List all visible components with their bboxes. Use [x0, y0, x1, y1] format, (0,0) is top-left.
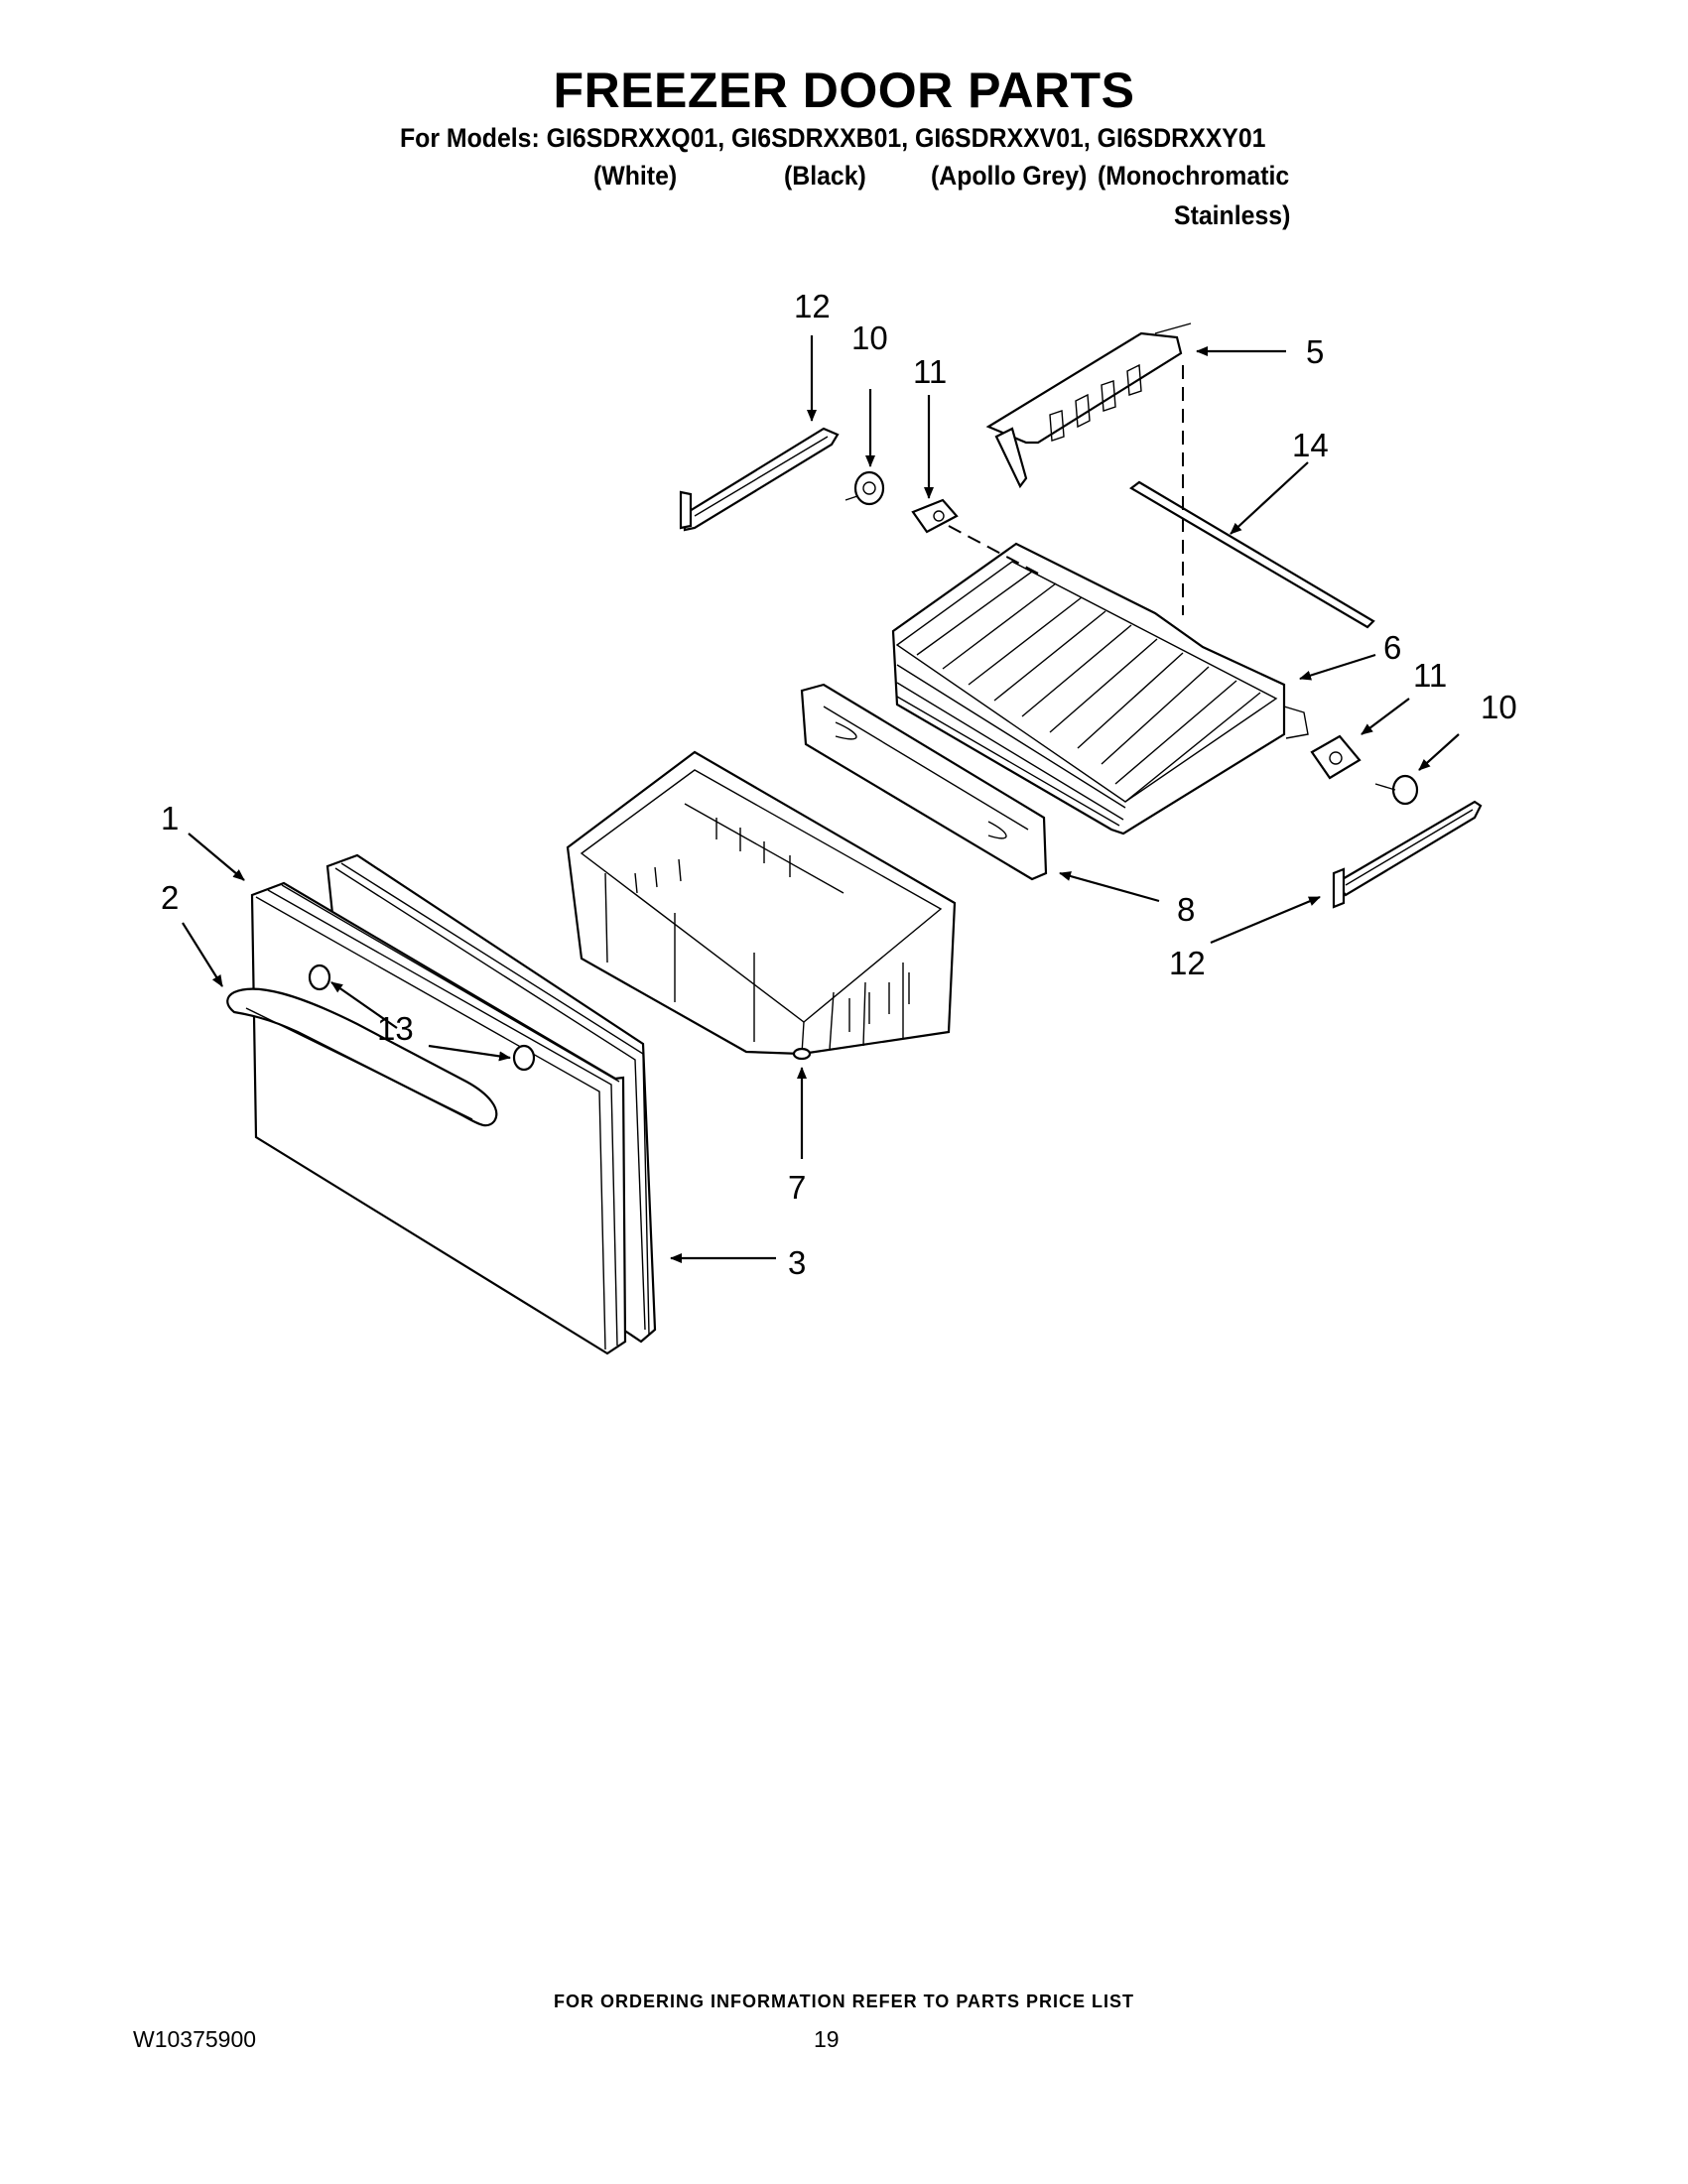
- callout-12-lower: 12: [1169, 945, 1206, 981]
- callout-8: 8: [1177, 891, 1195, 928]
- bracket-lower-part: [1310, 734, 1362, 780]
- models-line: For Models: GI6SDRXXQ01, GI6SDRXXB01, GI…: [400, 123, 1266, 153]
- callout-14: 14: [1292, 427, 1329, 463]
- basket-rail-part: [985, 322, 1192, 489]
- color-monochromatic: (Monochromatic: [1098, 161, 1290, 191]
- leader-11-lower: [1361, 698, 1410, 735]
- freezer-door-part: [250, 881, 627, 1355]
- alignment-line-bracket: [948, 525, 1043, 577]
- wire-basket-part: [891, 542, 1309, 835]
- leader-13-right: [428, 1044, 511, 1062]
- door-handle-part: [226, 987, 498, 1127]
- leader-13-left: [330, 981, 398, 1029]
- gear-lower-part: [1374, 774, 1419, 806]
- leader-12-lower: [1210, 895, 1321, 945]
- leader-6: [1299, 653, 1376, 681]
- callout-6: 6: [1383, 629, 1401, 666]
- callout-11-upper: 11: [913, 353, 947, 390]
- callout-12-upper: 12: [794, 288, 831, 324]
- ordering-note: FOR ORDERING INFORMATION REFER TO PARTS …: [553, 1991, 1134, 2011]
- callout-5: 5: [1306, 333, 1324, 370]
- callout-7: 7: [788, 1169, 806, 1206]
- callout-13: 13: [377, 1010, 414, 1047]
- callout-10-lower: 10: [1481, 689, 1517, 725]
- callout-1: 1: [161, 800, 179, 836]
- leader-8: [1059, 871, 1160, 903]
- bracket-upper-part: [911, 498, 959, 534]
- leader-14: [1230, 461, 1309, 535]
- lower-basket-part: [566, 750, 957, 1061]
- gear-upper-part: [844, 470, 885, 506]
- slide-rail-upper-part: [679, 427, 840, 532]
- callout-2: 2: [161, 879, 179, 916]
- basket-front-panel-part: [800, 683, 1048, 881]
- leader-10-lower: [1418, 733, 1460, 771]
- color-black: (Black): [784, 161, 866, 191]
- rod-part: [1129, 480, 1375, 629]
- slide-rail-lower-part: [1332, 800, 1483, 909]
- leader-1: [188, 833, 245, 881]
- callout-10-upper: 10: [851, 320, 888, 356]
- color-white: (White): [593, 161, 678, 191]
- leader-2: [182, 922, 223, 987]
- color-stainless: Stainless): [1174, 200, 1291, 230]
- document-number: W10375900: [133, 2026, 257, 2052]
- color-apollo-grey: (Apollo Grey): [931, 161, 1088, 191]
- page-number: 19: [814, 2026, 840, 2052]
- page-title: FREEZER DOOR PARTS: [553, 63, 1135, 118]
- callout-3: 3: [788, 1244, 806, 1281]
- callout-11-lower: 11: [1413, 657, 1447, 694]
